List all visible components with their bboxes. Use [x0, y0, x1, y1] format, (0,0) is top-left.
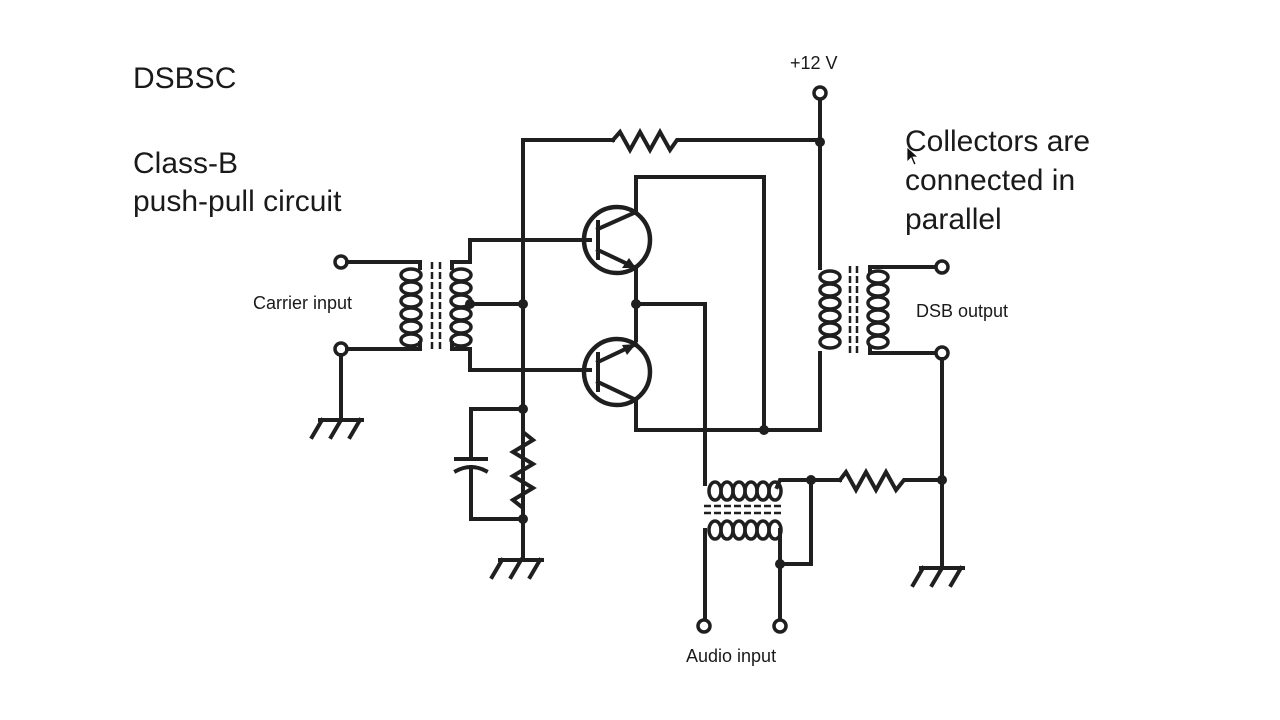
- junction-dot: [759, 425, 769, 435]
- coil-turn: [449, 267, 473, 283]
- coil-turn: [866, 295, 890, 311]
- coil-turn: [399, 332, 423, 348]
- dsb-output-terminal-top[interactable]: [934, 259, 950, 275]
- coil-turn: [449, 319, 473, 335]
- coil-turn: [743, 480, 759, 502]
- coil-turn: [449, 306, 473, 322]
- coil-turn: [707, 519, 723, 541]
- coil-turn: [818, 269, 842, 285]
- dsb-output-transformer: [818, 259, 950, 570]
- audio-secondary-coil: [707, 519, 783, 541]
- junction-dot: [815, 137, 825, 147]
- output-secondary-coil: [866, 269, 890, 350]
- coil-turn: [707, 480, 723, 502]
- carrier-input-transformer: [333, 238, 592, 422]
- supply-rail: [812, 85, 828, 270]
- diagram-title: DSBSC: [133, 62, 237, 95]
- audio-input-transformer: [696, 475, 842, 634]
- coil-turn: [731, 480, 747, 502]
- subtitle-line-2: push-pull circuit: [133, 185, 342, 218]
- ground-symbol-carrier: [309, 417, 364, 440]
- coil-turn: [767, 480, 783, 502]
- ground-symbol-output: [910, 565, 965, 588]
- upper-transistor: [581, 175, 766, 432]
- coil-turn: [866, 308, 890, 324]
- audio-input-terminal-left[interactable]: [696, 618, 712, 634]
- bias-bus: [521, 138, 615, 522]
- ground-symbol-bias: [489, 557, 544, 580]
- coil-turn: [743, 519, 759, 541]
- supply-voltage-label: +12 V: [790, 53, 838, 73]
- coil-turn: [755, 480, 771, 502]
- lower-transistor: [581, 336, 822, 432]
- carrier-primary-coil: [399, 267, 423, 348]
- coil-turn: [818, 321, 842, 337]
- bias-resistor-bottom: [509, 407, 537, 562]
- note-line-2: connected in: [905, 164, 1076, 197]
- subtitle-line-1: Class-B: [133, 147, 239, 180]
- coil-turn: [818, 282, 842, 298]
- coil-turn: [399, 306, 423, 322]
- bias-rc-network: [453, 404, 537, 562]
- supply-terminal[interactable]: [812, 85, 828, 101]
- coil-turn: [755, 519, 771, 541]
- coil-turn: [731, 519, 747, 541]
- coil-turn: [818, 334, 842, 350]
- coil-turn: [818, 308, 842, 324]
- emitter-node: [631, 299, 769, 486]
- coil-turn: [399, 319, 423, 335]
- coil-turn: [719, 480, 735, 502]
- coil-turn: [818, 295, 842, 311]
- audio-load-resistor: [837, 467, 947, 495]
- coil-turn: [866, 321, 890, 337]
- coil-turn: [719, 519, 735, 541]
- audio-input-terminal-right[interactable]: [772, 618, 788, 634]
- junction-dot: [518, 299, 528, 309]
- coil-turn: [449, 332, 473, 348]
- coil-turn: [449, 280, 473, 296]
- audio-primary-coil: [707, 480, 783, 502]
- coil-turn: [399, 267, 423, 283]
- coil-turn: [399, 293, 423, 309]
- junction-dot: [775, 559, 785, 569]
- carrier-input-label: Carrier input: [253, 293, 353, 313]
- dsb-output-label: DSB output: [916, 301, 1009, 321]
- coil-turn: [866, 334, 890, 350]
- junction-dot: [518, 514, 528, 524]
- mouse-cursor-icon: [906, 146, 920, 166]
- output-primary-coil: [818, 269, 842, 350]
- coil-turn: [866, 282, 890, 298]
- note-line-3: parallel: [905, 203, 1002, 236]
- note-line-1: Collectors are: [905, 125, 1091, 158]
- coil-turn: [399, 280, 423, 296]
- junction-dot: [937, 475, 947, 485]
- bias-bus-wire: [521, 138, 615, 522]
- bias-resistor-top: [610, 127, 822, 155]
- audio-input-label: Audio input: [686, 646, 777, 666]
